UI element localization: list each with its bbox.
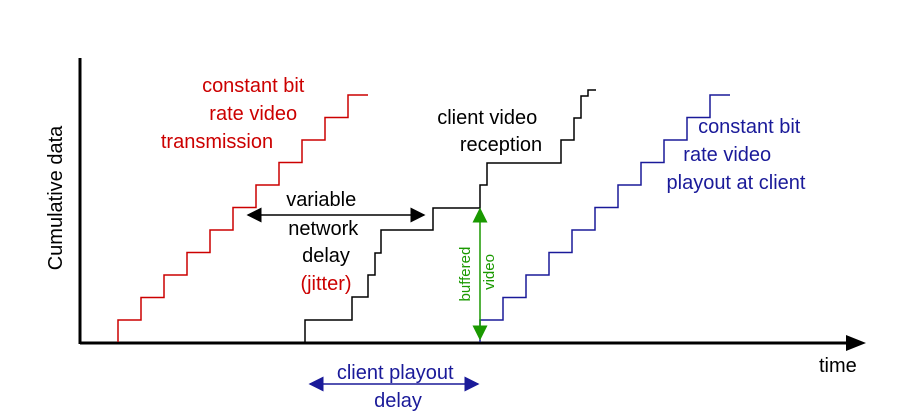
buffered-video-label: buffered video xyxy=(457,243,498,302)
transmission-staircase xyxy=(117,94,368,342)
network-delay-label: variable network delay xyxy=(286,189,364,267)
playout-label: constant bit rate video playout at clien… xyxy=(667,116,806,194)
transmission-label: constant bit rate video transmission xyxy=(161,75,310,153)
playout-staircase xyxy=(479,94,730,342)
x-axis-label: time xyxy=(819,355,857,377)
y-axis-label: Cumulative data xyxy=(45,125,67,270)
x-axis-arrowhead xyxy=(846,335,866,351)
playout-delay-label: client playout delay xyxy=(337,362,459,412)
jitter-label: (jitter) xyxy=(300,273,351,295)
reception-label: client video reception xyxy=(437,107,543,156)
